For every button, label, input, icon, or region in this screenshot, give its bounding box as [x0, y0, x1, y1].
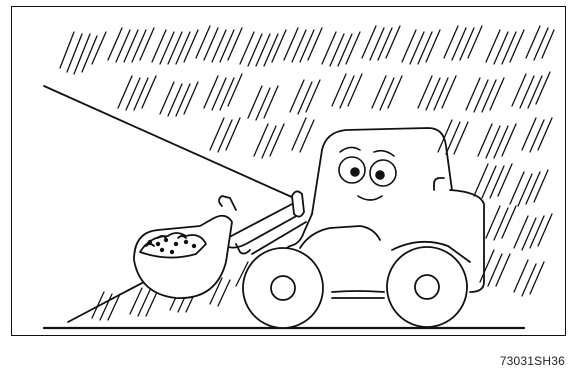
- loader-bucket: [133, 214, 233, 299]
- loader-body: [279, 127, 485, 299]
- darkness-hatching: [59, 25, 555, 321]
- figure-code: 73031SH36: [499, 354, 565, 368]
- cab-face: [338, 146, 397, 201]
- front-wheel: [242, 247, 324, 329]
- rear-wheel: [386, 246, 468, 328]
